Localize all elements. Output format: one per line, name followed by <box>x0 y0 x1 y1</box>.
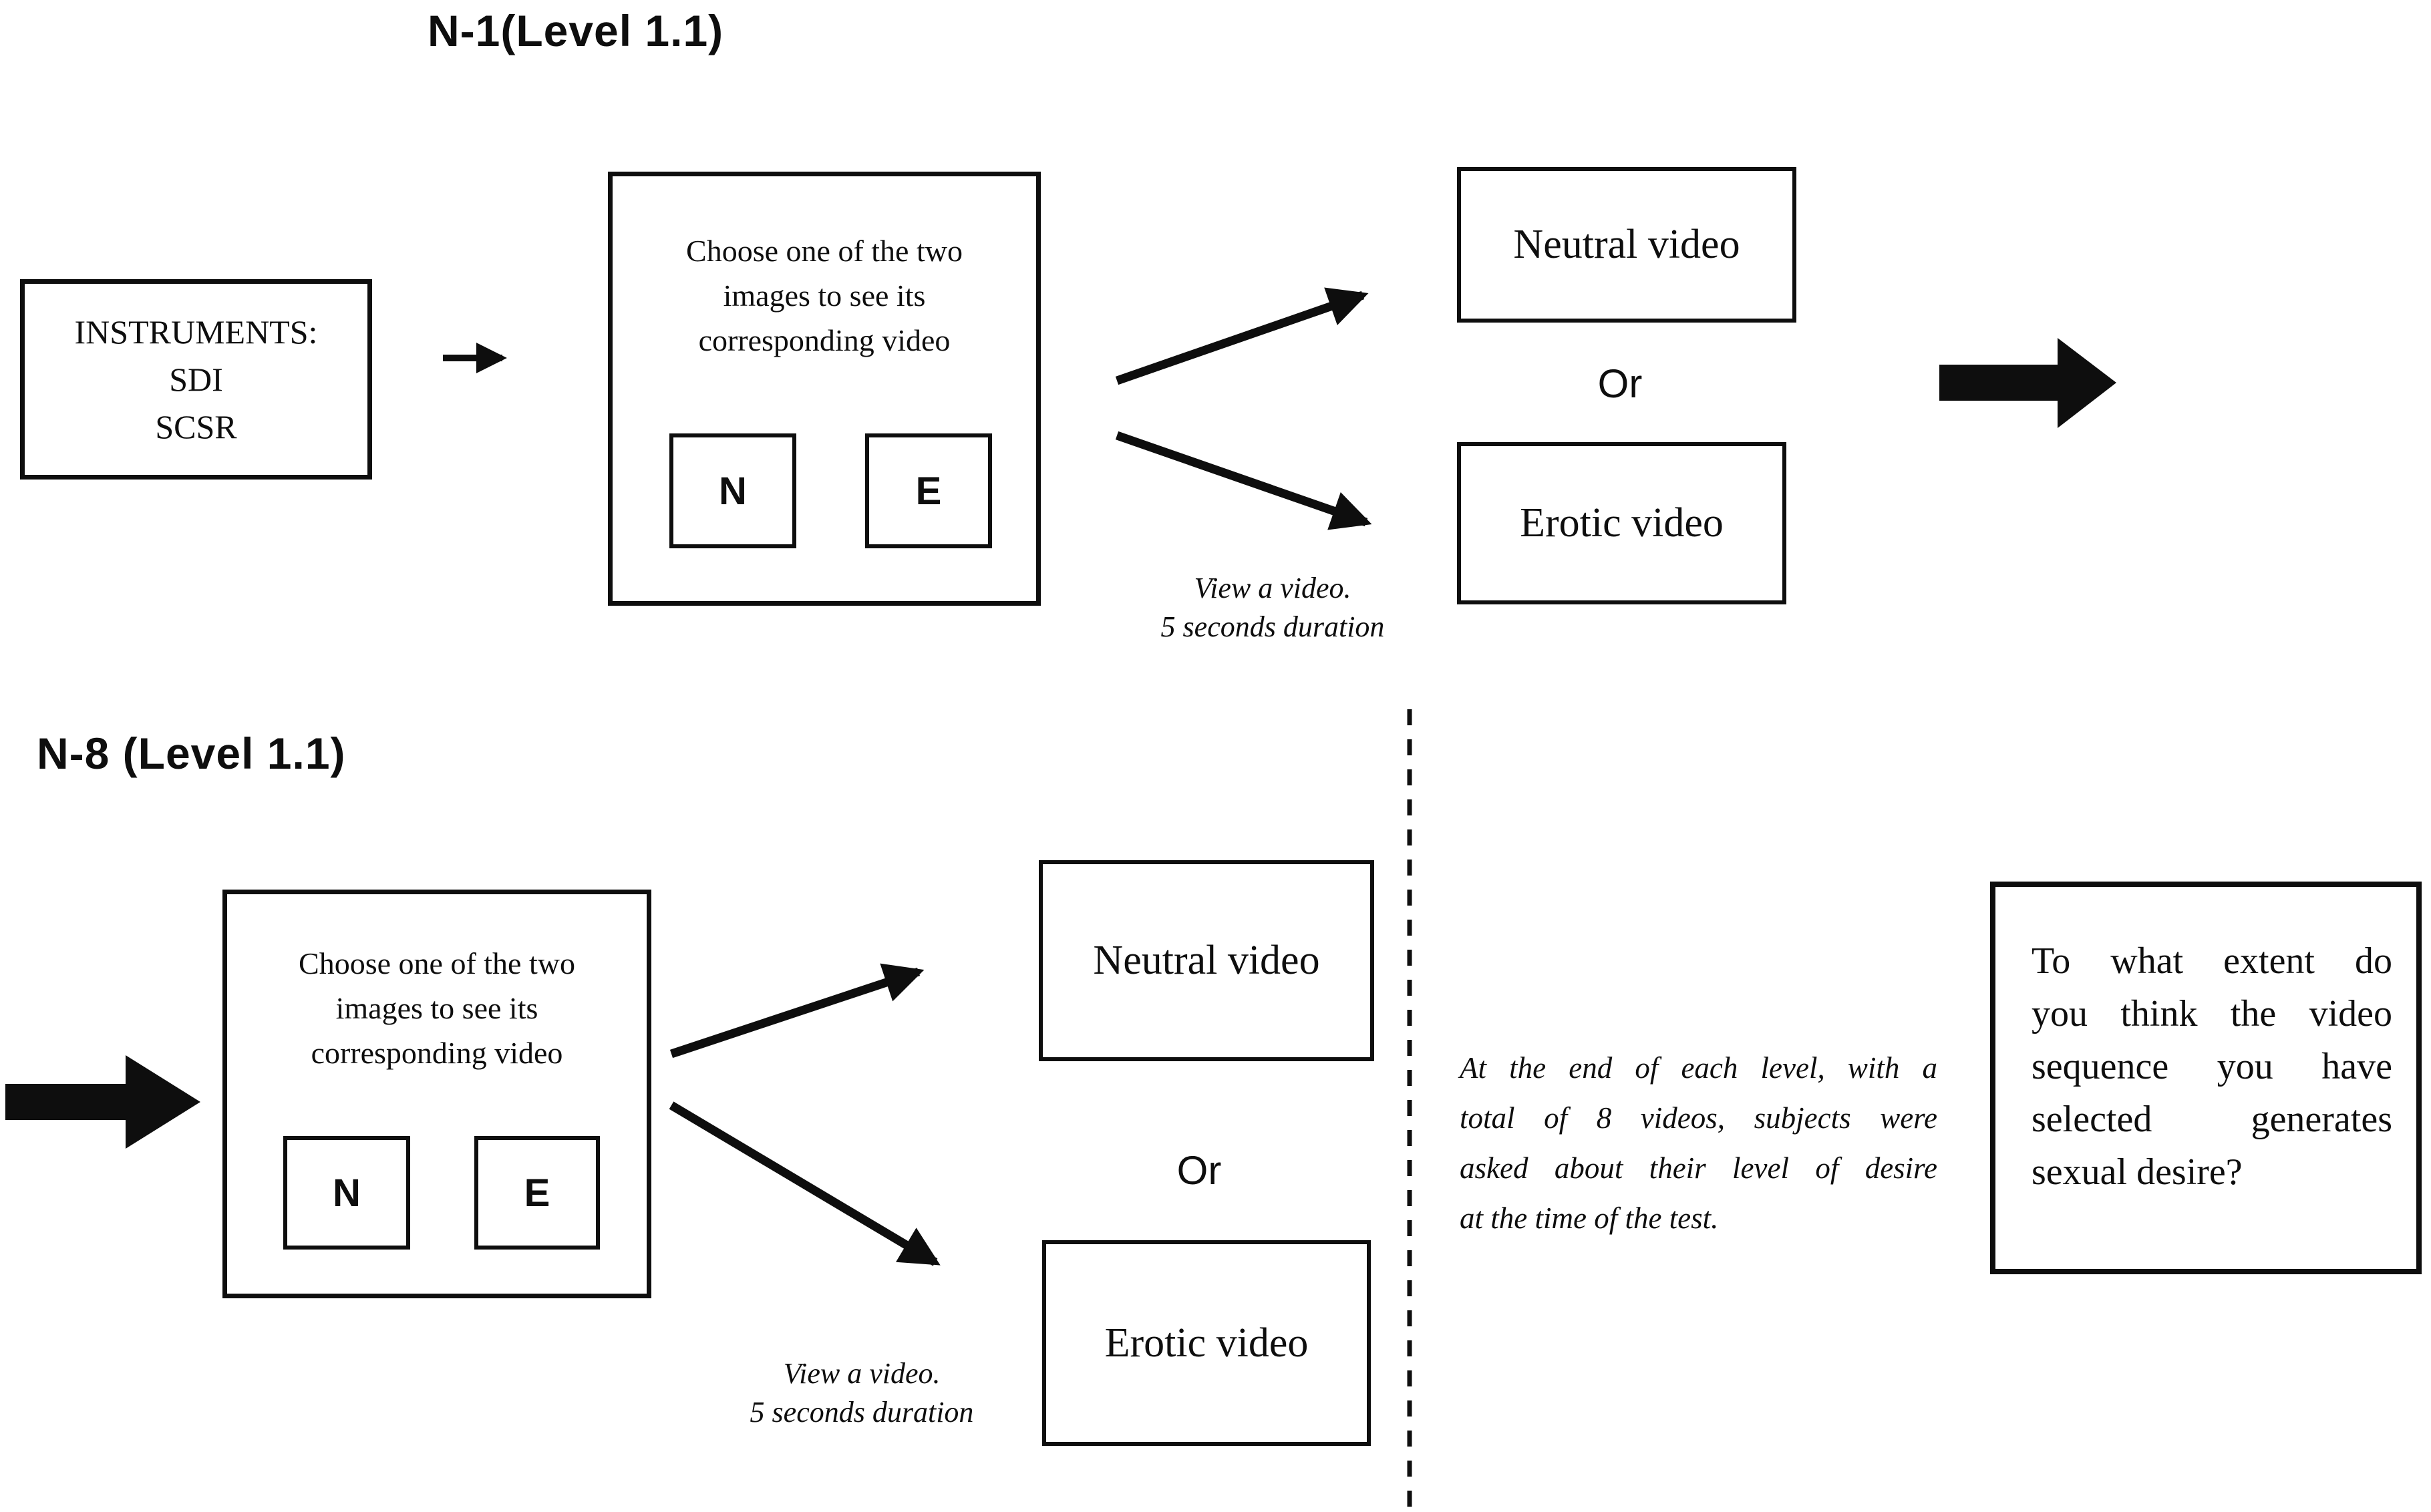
neutral-image-option-1: N <box>669 433 796 548</box>
or-label-2: Or <box>1176 1148 1222 1193</box>
arrow-to-erotic-2-icon <box>669 1101 941 1266</box>
video-duration-caption-2: View a video. 5 seconds duration <box>750 1357 974 1429</box>
desire-question-box: To what extent do you think the video se… <box>1990 882 2422 1274</box>
video-duration-caption-1: View a video. 5 seconds duration <box>1160 572 1385 644</box>
neutral-video-box-1: Neutral video <box>1457 167 1796 323</box>
erotic-image-option-1: E <box>865 433 992 548</box>
neutral-video-box-2: Neutral video <box>1039 860 1374 1061</box>
instruments-line: SCSR <box>155 407 237 445</box>
instruments-line: SDI <box>169 360 223 398</box>
continue-sequence-arrow-icon <box>5 1055 200 1149</box>
next-level-arrow-icon <box>1939 338 2116 428</box>
arrow-to-neutral-2-icon <box>669 963 925 1059</box>
assessment-note: At the end of each level, with a total o… <box>1460 1051 1937 1235</box>
level-title-n8: N-8 (Level 1.1) <box>37 729 346 778</box>
instruments-line: INSTRUMENTS: <box>74 313 318 351</box>
choose-image-box-2: Choose one of the two images to see its … <box>222 890 651 1298</box>
choose-image-box-1: Choose one of the two images to see its … <box>608 172 1041 606</box>
erotic-video-box-2: Erotic video <box>1042 1240 1371 1446</box>
level-title-n1: N-1(Level 1.1) <box>428 6 724 55</box>
instruments-box: INSTRUMENTS: SDI SCSR <box>20 279 372 480</box>
arrow-to-erotic-1-icon <box>1115 431 1372 530</box>
choose-instruction-2: Choose one of the two images to see its … <box>299 946 575 1071</box>
desire-question-text: To what extent do you think the video se… <box>2032 940 2392 1193</box>
or-label-1: Or <box>1597 361 1643 406</box>
erotic-image-option-2: E <box>474 1136 600 1250</box>
arrow-to-neutral-1-icon <box>1115 287 1369 385</box>
choose-instruction-1: Choose one of the two images to see its … <box>686 234 963 358</box>
neutral-image-option-2: N <box>283 1136 410 1250</box>
erotic-video-box-1: Erotic video <box>1457 442 1786 604</box>
